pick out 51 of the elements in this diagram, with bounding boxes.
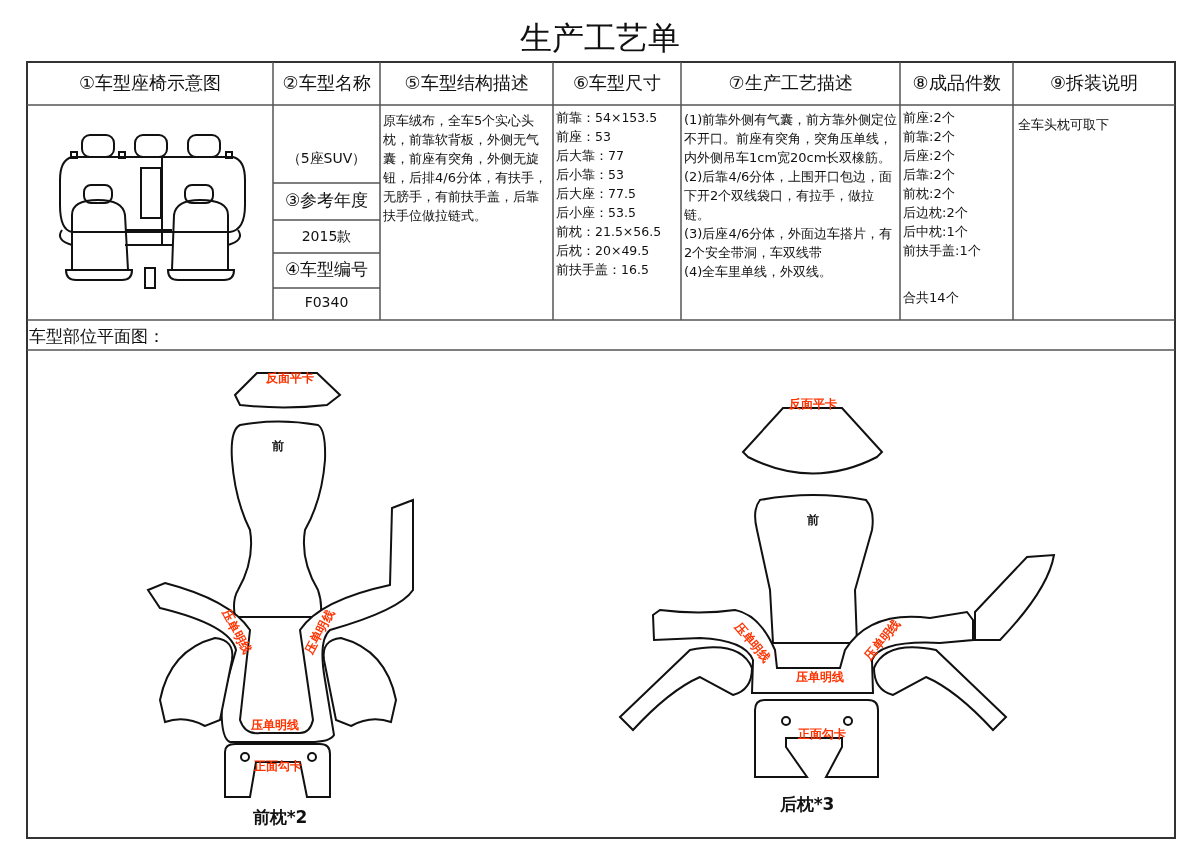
column-header: ⑤车型结构描述 bbox=[403, 72, 530, 95]
column-header: ⑥车型尺寸 bbox=[571, 72, 663, 95]
piece-label: 反面平卡 bbox=[789, 396, 837, 412]
count-item: 后座:2个 bbox=[903, 148, 956, 165]
size-item: 前扶手盖：16.5 bbox=[556, 262, 650, 278]
count-item: 前靠:2个 bbox=[903, 129, 956, 146]
column-header: ⑦生产工艺描述 bbox=[727, 72, 854, 95]
count-item: 后边枕:2个 bbox=[903, 205, 969, 222]
page-title: 生产工艺单 bbox=[519, 18, 681, 58]
piece-label: 前 bbox=[272, 438, 284, 454]
count-item: 前枕:2个 bbox=[903, 186, 956, 203]
section-heading: 车型部位平面图： bbox=[29, 326, 166, 348]
total-count: 合共14个 bbox=[903, 290, 960, 307]
year-value: 2015款 bbox=[300, 228, 353, 246]
process-step: (2)后靠4/6分体，上围开口包边，面下开2个双线袋口，有拉手，做拉链。 bbox=[684, 167, 900, 224]
column-header: ⑧成品件数 bbox=[911, 72, 1002, 95]
column-header: ⑨拆装说明 bbox=[1048, 72, 1140, 95]
piece-label: 压单明线 bbox=[730, 619, 774, 667]
size-item: 后小座：53.5 bbox=[556, 205, 637, 221]
process-step: (4)全车里单线，外双线。 bbox=[684, 262, 900, 281]
process-step: (3)后座4/6分体，外面边车搭片，有2个安全带洞，车双线带 bbox=[684, 224, 900, 262]
size-item: 前座：53 bbox=[556, 129, 612, 145]
count-item: 后靠:2个 bbox=[903, 167, 956, 184]
count-item: 前扶手盖:1个 bbox=[903, 243, 982, 260]
count-item: 前座:2个 bbox=[903, 110, 956, 127]
model-type: （5座SUV） bbox=[285, 150, 368, 168]
piece-label: 正面勾卡 bbox=[798, 726, 846, 742]
size-item: 后小靠：53 bbox=[556, 167, 625, 183]
pattern-caption: 前枕*2 bbox=[252, 807, 308, 829]
piece-label: 反面平卡 bbox=[266, 370, 314, 386]
field-label: ④车型编号 bbox=[283, 259, 370, 281]
model-code: F0340 bbox=[303, 294, 350, 312]
piece-label: 压单明线 bbox=[796, 669, 844, 685]
description-text: 原车绒布，全车5个实心头枕，前靠软背板，外侧无气囊，前座有突角，外侧无旋钮，后排4/6分体，有扶手，无膀手，有前扶手盖，后靠扶手位做拉链式。 bbox=[383, 112, 548, 225]
pattern-caption: 后枕*3 bbox=[779, 794, 835, 816]
column-header: ②车型名称 bbox=[281, 72, 372, 95]
field-label: ③参考年度 bbox=[283, 190, 370, 212]
size-item: 后枕：20×49.5 bbox=[556, 243, 651, 259]
piece-label: 压单明线 bbox=[302, 607, 338, 657]
note-text: 全车头枕可取下 bbox=[1018, 117, 1110, 134]
piece-label: 压单明线 bbox=[251, 717, 299, 733]
process-step: (1)前靠外侧有气囊，前方靠外侧定位不开口。前座有突角，突角压单线，内外侧吊车1cm宽20cm长双橡筋。 bbox=[684, 110, 900, 167]
piece-label: 压单明线 bbox=[218, 607, 254, 657]
size-item: 前靠：54×153.5 bbox=[556, 110, 659, 126]
piece-label: 压单明线 bbox=[861, 616, 905, 664]
size-item: 后大靠：77 bbox=[556, 148, 625, 164]
size-item: 后大座：77.5 bbox=[556, 186, 637, 202]
column-header: ①车型座椅示意图 bbox=[77, 72, 223, 95]
count-item: 后中枕:1个 bbox=[903, 224, 969, 241]
piece-label: 前 bbox=[807, 512, 819, 528]
size-item: 前枕：21.5×56.5 bbox=[556, 224, 663, 240]
